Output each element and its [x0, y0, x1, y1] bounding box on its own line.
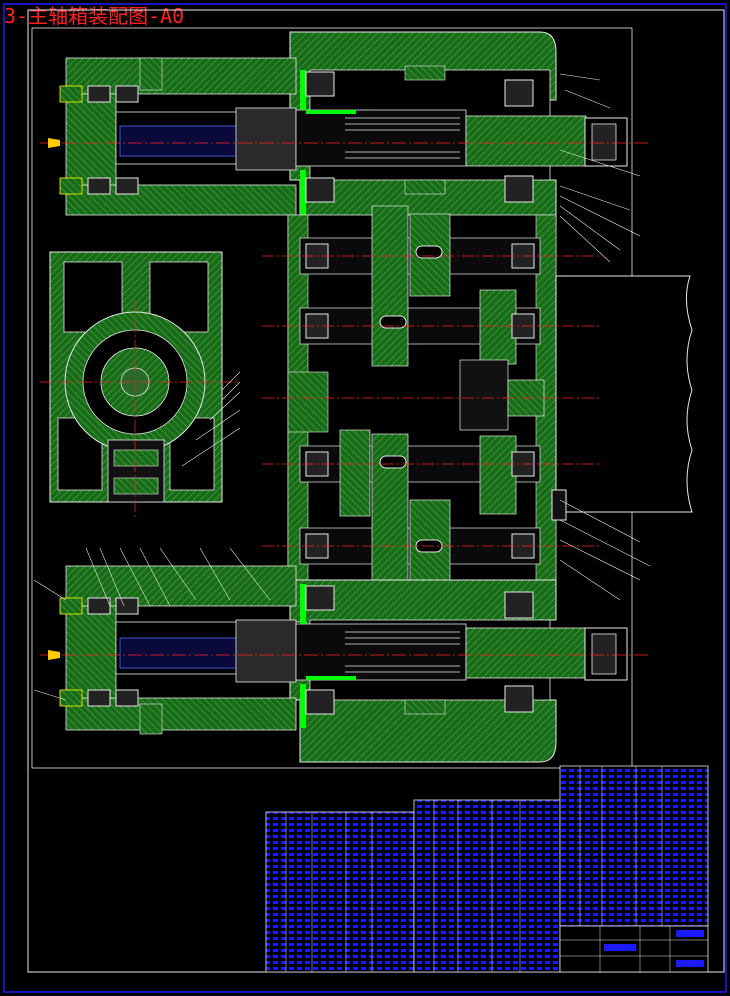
parts-list-left: [265, 811, 415, 973]
parts-list-right: [559, 765, 709, 927]
bottom-nozzle: [48, 650, 60, 660]
top-spindle-housing: [59, 31, 628, 231]
section-view-a-a: [49, 251, 223, 503]
leader-lines: [33, 73, 651, 701]
drawing-title: 3-主轴箱装配图-A0: [4, 4, 185, 28]
bottom-spindle-housing: [59, 565, 628, 763]
gearbox-section: [287, 205, 693, 595]
top-nozzle: [48, 138, 60, 148]
parts-list-middle: [413, 799, 561, 973]
title-block: [559, 925, 709, 973]
outer-frame: [3, 3, 727, 993]
